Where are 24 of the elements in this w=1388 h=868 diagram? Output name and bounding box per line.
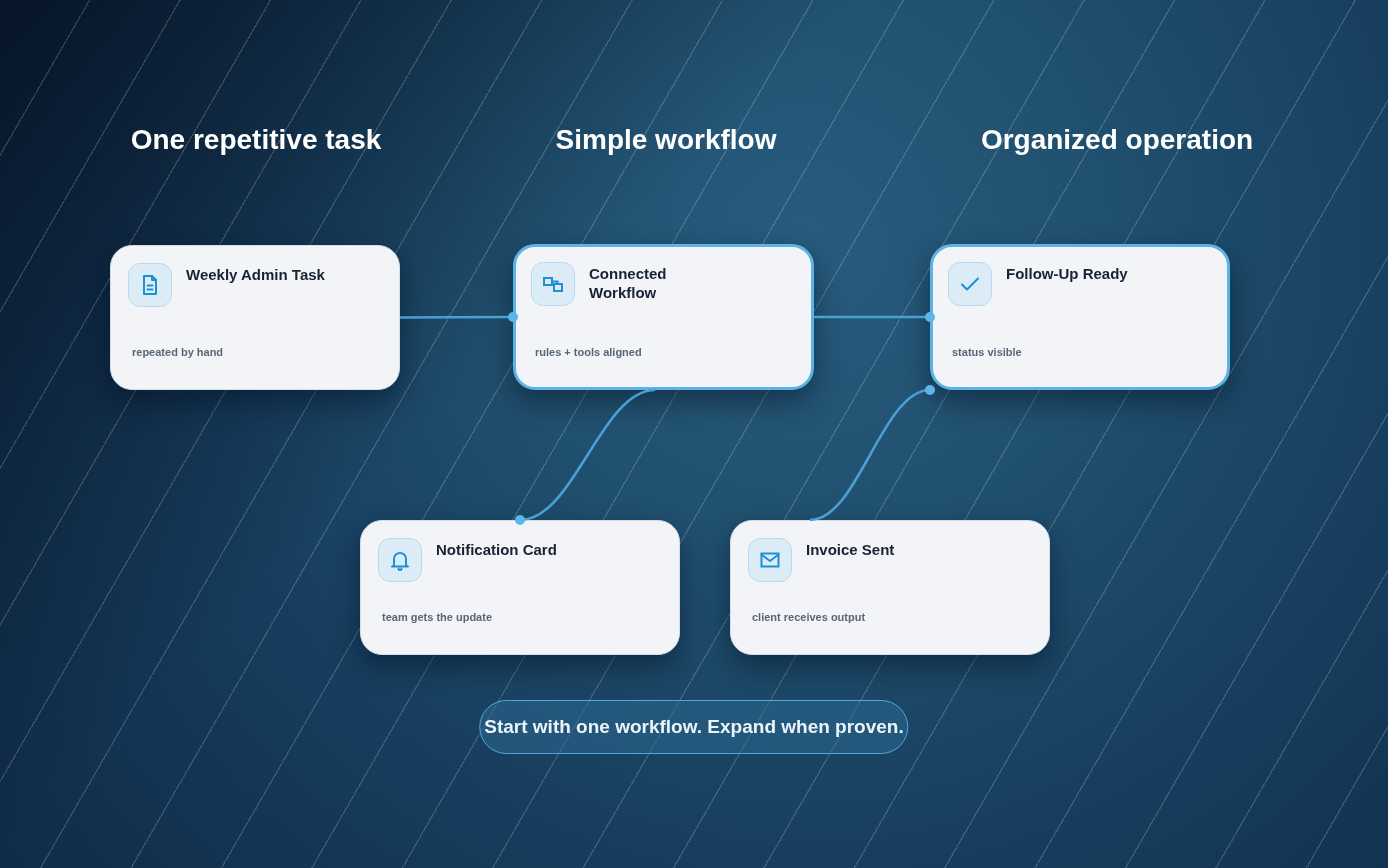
card-title: Weekly Admin Task	[186, 265, 325, 284]
connector	[515, 388, 656, 525]
process-card	[930, 244, 1230, 390]
connector	[400, 312, 518, 322]
process-card	[360, 520, 680, 655]
column-heading: One repetitive task	[130, 123, 382, 157]
column-heading: Simple workflow	[555, 123, 777, 157]
card-subtitle: team gets the update	[382, 610, 493, 624]
column-heading: Organized operation	[980, 123, 1254, 157]
card-subtitle: repeated by hand	[132, 345, 224, 359]
tagline-pill	[479, 700, 909, 754]
card-subtitle: status visible	[952, 345, 1022, 359]
card-title: Notification Card	[436, 540, 557, 559]
tagline-text: Start with one workflow. Expand when proven.	[484, 715, 904, 739]
card-title: Invoice Sent	[806, 540, 895, 559]
card-subtitle: client receives output	[752, 610, 866, 624]
card-subtitle: rules + tools aligned	[535, 345, 642, 359]
card-title: Connected Workflow	[589, 264, 668, 302]
card-title: Follow-Up Ready	[1006, 264, 1128, 283]
process-card	[513, 244, 814, 390]
process-card	[110, 245, 400, 390]
connector	[809, 385, 935, 522]
connector	[814, 312, 935, 322]
process-card	[730, 520, 1050, 655]
